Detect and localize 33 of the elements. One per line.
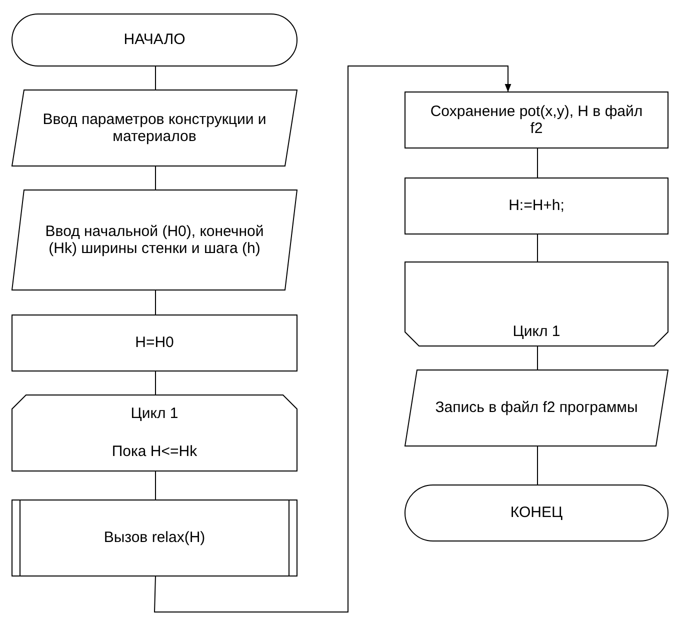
subroutine-box — [12, 500, 297, 576]
node-text: H=H0 — [135, 334, 174, 352]
connector-line — [155, 66, 156, 90]
node-text: Запись в файл f2 программы — [435, 399, 638, 417]
node-text: Пока H<=Hk — [112, 443, 198, 461]
connector-line — [155, 290, 156, 316]
node-text: НАЧАЛО — [124, 31, 186, 49]
loop-end-shape — [405, 262, 668, 346]
connector-line — [154, 66, 512, 612]
node-text: H:=H+h; — [508, 197, 564, 215]
connector-line — [537, 234, 538, 262]
connector-line — [537, 446, 538, 486]
connector-line — [537, 346, 538, 370]
process-box — [405, 92, 668, 148]
process-box — [12, 315, 297, 371]
connector-line — [155, 470, 156, 500]
connector-line — [155, 166, 156, 190]
loop-label: Цикл 1 — [130, 405, 178, 423]
input-output-parallelogram — [12, 90, 297, 166]
input-output-parallelogram — [12, 190, 297, 290]
terminator-shape — [405, 485, 668, 541]
process-box — [405, 178, 668, 234]
connector-line — [155, 370, 156, 396]
node-text: Ввод параметров конструкции и материалов — [42, 110, 268, 146]
node-text: КОНЕЦ — [510, 504, 563, 522]
terminator-shape — [12, 14, 297, 66]
node-text: Сохранение pot(x,y), H в файл f2 — [429, 102, 644, 138]
loop-start-shape — [12, 395, 297, 471]
connector-line — [537, 148, 538, 178]
node-text: Вызов relax(H) — [104, 529, 206, 547]
input-output-parallelogram — [405, 370, 668, 446]
node-text: Ввод начальной (H0), конечной (Hk) ширины стенки и шага (h) — [44, 222, 265, 258]
node-text: Цикл 1 — [512, 322, 560, 340]
